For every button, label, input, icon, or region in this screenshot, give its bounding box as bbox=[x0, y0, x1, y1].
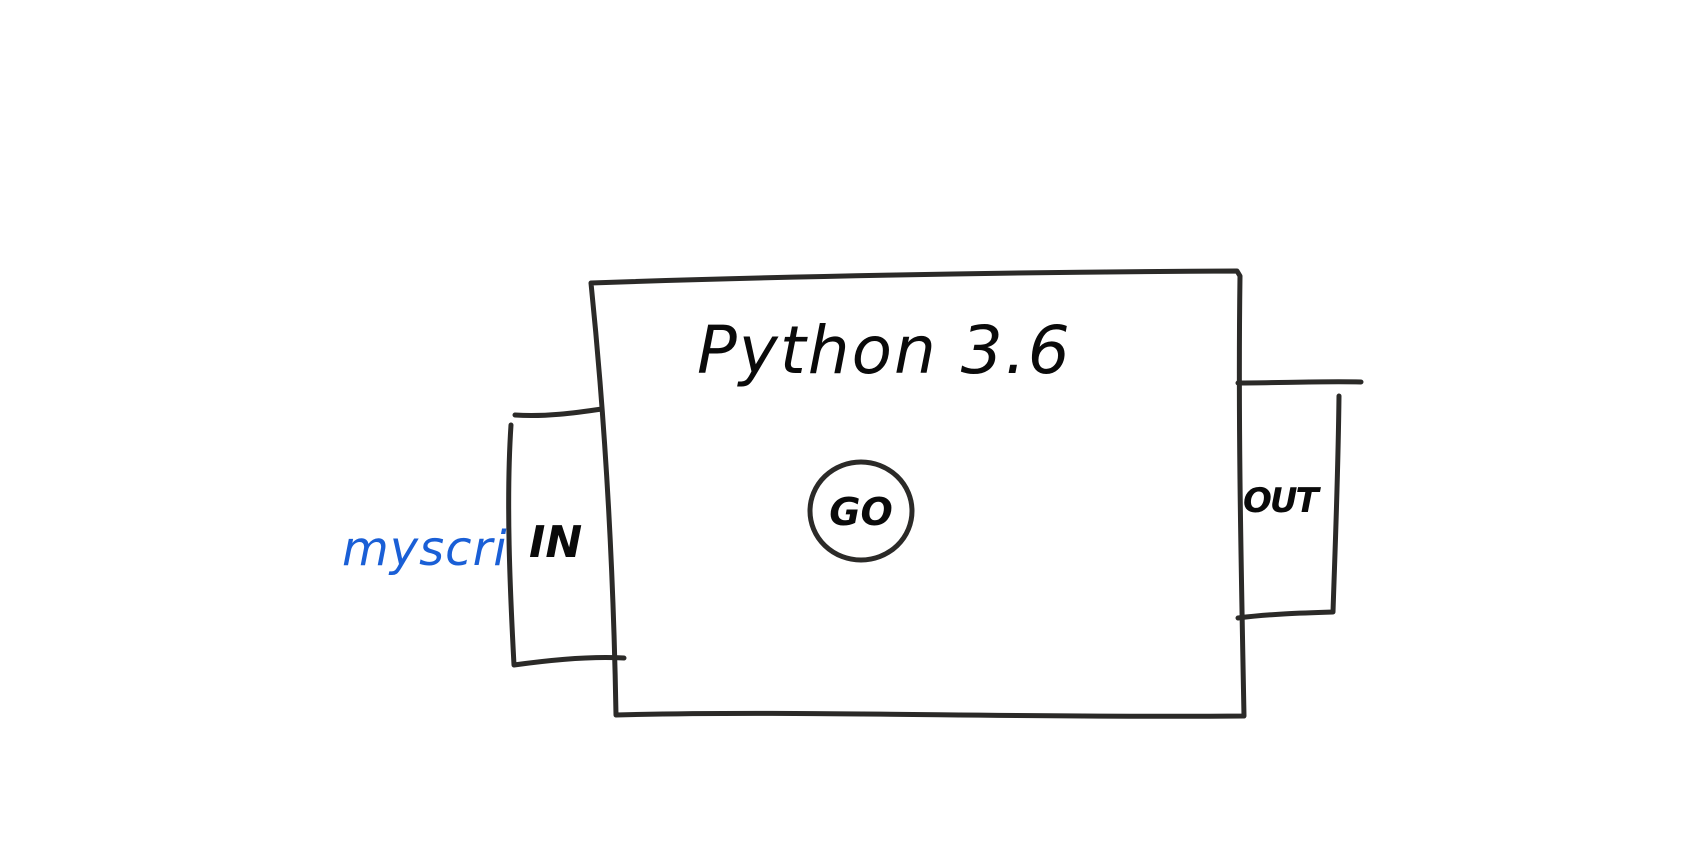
in-slot-label: IN bbox=[529, 517, 582, 568]
go-button-circle bbox=[807, 459, 915, 563]
input-item-label: myscri bbox=[342, 521, 508, 577]
out-slot bbox=[1235, 379, 1364, 621]
out-slot-label: OUT bbox=[1243, 481, 1322, 521]
in-slot bbox=[506, 406, 627, 668]
machine-title: Python 3.6 bbox=[697, 312, 1072, 389]
go-button-label[interactable]: GO bbox=[829, 490, 893, 534]
machine-box bbox=[588, 268, 1247, 719]
